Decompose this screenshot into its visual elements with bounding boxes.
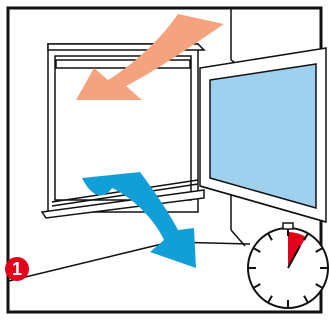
open-window-sash [199, 47, 327, 223]
window-glass [209, 63, 317, 209]
stopwatch-ticks [249, 229, 327, 307]
outgoing-air-arrow [82, 172, 196, 268]
stopwatch-hand [287, 245, 301, 269]
stopwatch-icon [247, 222, 329, 309]
step-number-badge: 1 [5, 257, 29, 281]
incoming-air-arrow [76, 14, 224, 100]
